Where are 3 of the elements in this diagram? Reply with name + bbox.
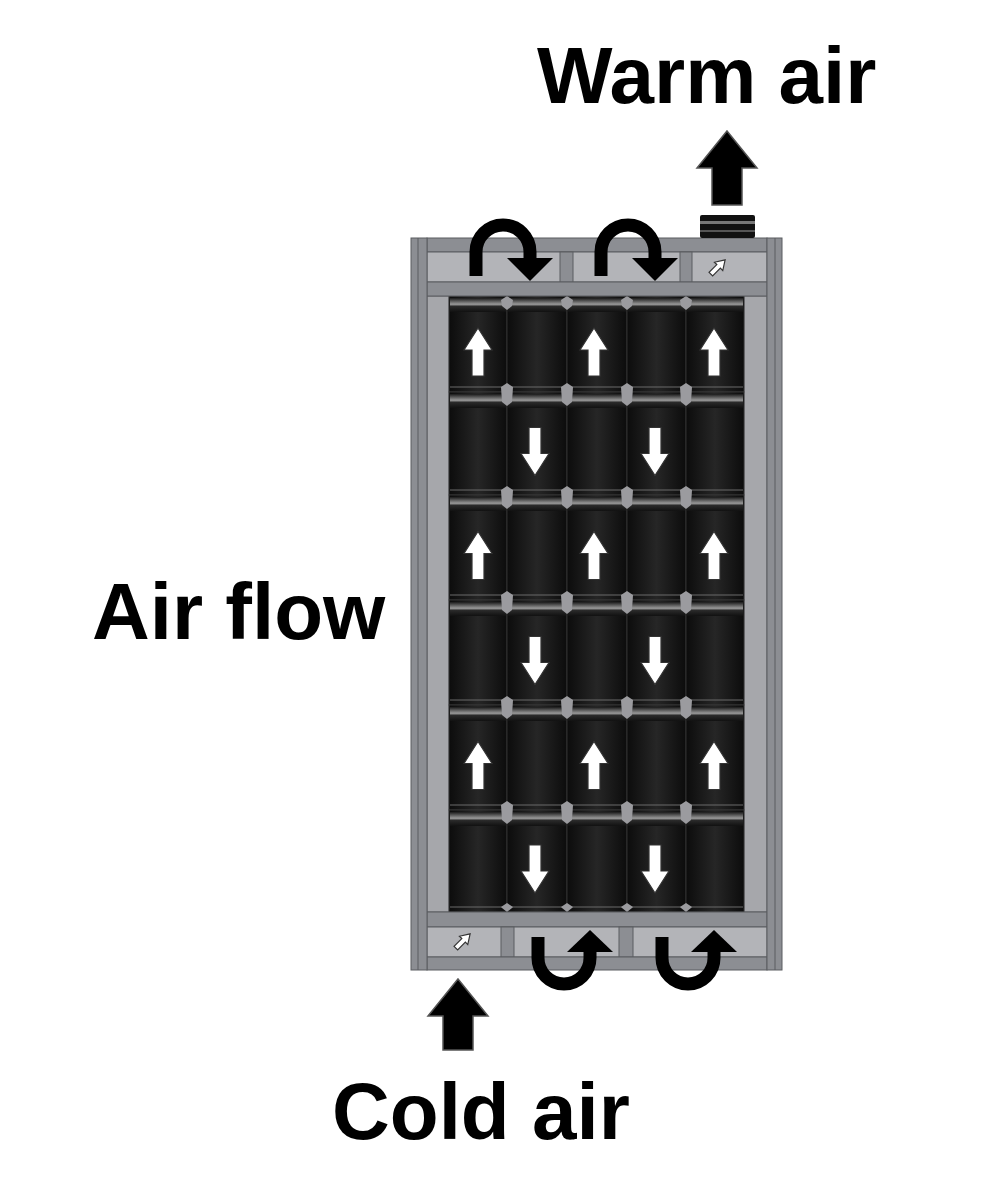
inlet-caption: Cold air: [332, 1072, 630, 1152]
side-caption: Air flow: [92, 572, 386, 652]
outlet-caption: Warm air: [537, 36, 877, 116]
